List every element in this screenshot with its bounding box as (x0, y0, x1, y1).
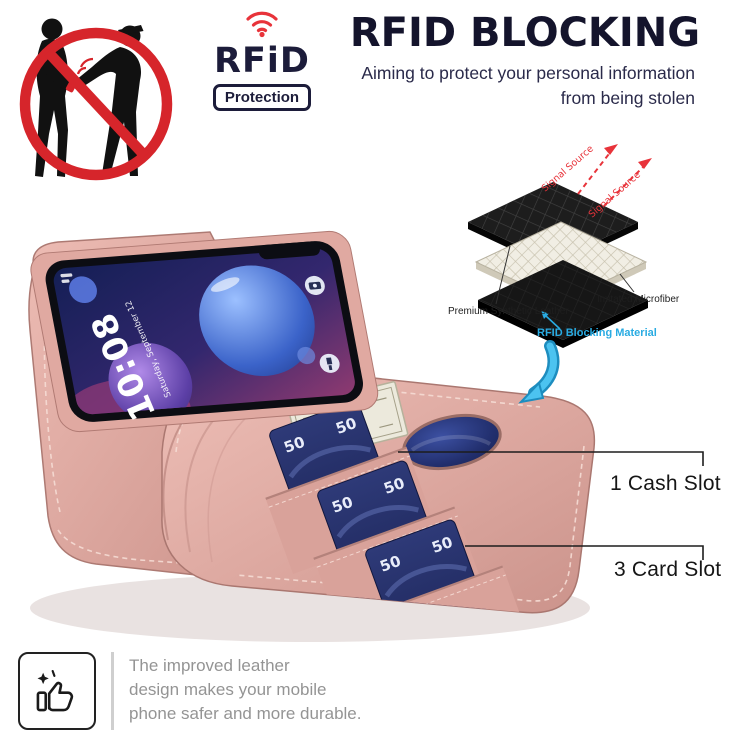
subtitle-line: from being stolen (560, 87, 695, 108)
label-synthetic-leather: Premium Synthetic Leather (448, 306, 569, 317)
victim-silhouette (35, 18, 72, 178)
footer-line: design makes your mobile (129, 680, 327, 699)
card-slot-callout: 3 Card Slot (614, 558, 722, 581)
footer: The improved leather design makes your m… (18, 652, 736, 730)
signal-source-label: Signal Source (540, 143, 596, 194)
cover-stitching (43, 309, 226, 567)
rfid-material-arrowhead (541, 311, 549, 319)
phone (30, 230, 379, 433)
microfiber-label-line (619, 273, 635, 293)
signal-arrow-icon (577, 149, 647, 207)
notch (258, 241, 320, 260)
rfid-protection-badge: RFiD Protection (202, 6, 322, 111)
badge-brand: RFiD (214, 41, 310, 81)
footer-text: The improved leather design makes your m… (129, 652, 362, 730)
label-microfiber: Imitated Microfiber (597, 294, 680, 305)
prohibition-ring (19, 27, 173, 181)
footer-line: The improved leather (129, 656, 290, 675)
rfid-signal-icon (246, 11, 278, 38)
wallet-case: 50 50 50 50 50 50 (28, 230, 596, 614)
cash-slot-line (398, 451, 704, 466)
card-slot: 50 50 (361, 519, 531, 613)
layer-rfid-blocking (478, 260, 648, 348)
status-icons (60, 273, 73, 284)
material-layers-diagram: Signal Source Signal Source (468, 143, 652, 348)
badge-label: Protection (212, 84, 312, 111)
page-subtitle: Aiming to protect your personal informat… (325, 61, 725, 111)
subtitle-line: Aiming to protect your personal informat… (361, 63, 695, 83)
cash-slot-callout: 1 Cash Slot (610, 472, 721, 495)
card-slot-line (465, 545, 704, 560)
headline-block: RFID BLOCKING Aiming to protect your per… (325, 12, 725, 111)
signal-arrowhead-icon (638, 158, 652, 169)
footer-divider (111, 652, 114, 730)
rfid-material-arrow (545, 315, 561, 330)
thumbs-up-icon (36, 669, 74, 712)
signal-arrowhead-icon (604, 144, 618, 155)
label-rfid-material: RFID Blocking Material (537, 327, 657, 339)
prohibition-slash (44, 48, 149, 160)
swoosh-arrow-icon (518, 340, 560, 404)
footer-line: phone safer and more durable. (129, 704, 362, 723)
annotation-lines (398, 451, 704, 560)
flashlight-button-icon (319, 353, 340, 373)
thumbs-up-badge (18, 652, 96, 730)
leather-label-line (495, 245, 511, 305)
camera-button-icon (304, 275, 325, 295)
thumb-window-streak (410, 434, 492, 452)
page-title: RFID BLOCKING (349, 10, 701, 56)
no-pickpocketing-icon (19, 18, 173, 181)
